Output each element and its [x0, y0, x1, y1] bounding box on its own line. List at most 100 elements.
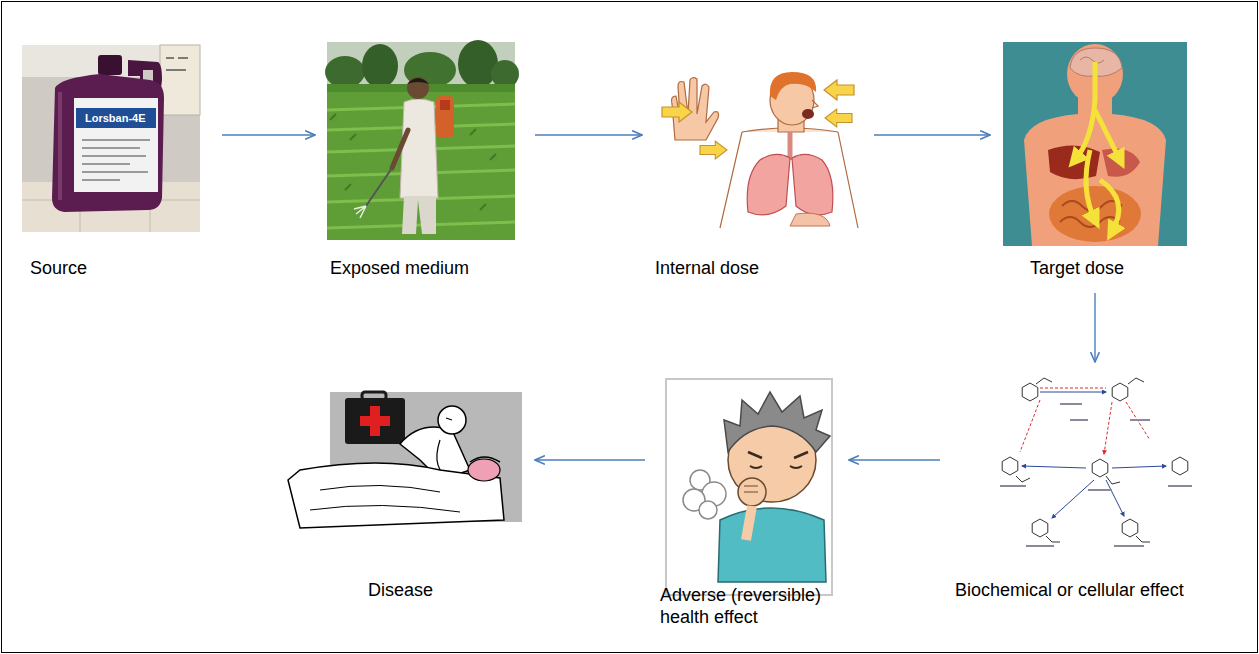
doctor-patient-drawing [360, 416, 390, 426]
stage-caption: Target dose [1030, 257, 1124, 279]
field-spraying-photo [440, 100, 450, 110]
body-distribution-figure [1003, 42, 1187, 246]
metabolism-scheme [1040, 388, 1106, 389]
body-distribution-figure [1102, 149, 1140, 177]
doctor-patient-drawing [345, 398, 405, 444]
field-spraying-photo [392, 130, 408, 168]
metabolism-scheme [1172, 457, 1188, 475]
field-spraying-photo [354, 206, 366, 218]
routes-of-entry-figure [700, 141, 727, 159]
metabolism-scheme [1092, 459, 1108, 477]
field-spraying-photo [436, 96, 454, 138]
body-distribution-figure [1024, 98, 1166, 246]
flow-arrow [1094, 293, 1095, 362]
metabolism-scheme [1106, 480, 1124, 516]
coughing-boy-cartoon [738, 478, 766, 506]
field-spraying-photo [491, 60, 519, 88]
stage-caption: Source [30, 257, 87, 279]
metabolism-scheme [1002, 457, 1018, 475]
pesticide-jug-photo [98, 55, 122, 75]
coughing-boy-cartoon [699, 501, 717, 519]
field-spraying-photo [407, 77, 429, 99]
body-distribution-figure [1080, 57, 1104, 63]
metabolism-scheme [1022, 466, 1086, 468]
pesticide-jug-photo [22, 45, 200, 232]
routes-of-entry-figure [662, 72, 858, 228]
routes-of-entry-figure [824, 80, 854, 100]
metabolism-scheme [1022, 383, 1038, 401]
metabolism-scheme [1016, 378, 1150, 542]
routes-of-entry-figure [825, 109, 852, 127]
doctor-patient-drawing [362, 392, 386, 400]
flow-arrow [874, 134, 990, 135]
product-label: Lorsban-4E [82, 110, 149, 126]
routes-of-entry-figure [788, 132, 793, 160]
body-distribution-figure [1095, 110, 1120, 160]
pesticide-jug-photo [76, 108, 156, 128]
stage-caption: Biochemical or cellular effect [955, 579, 1184, 601]
body-distribution-figure [1100, 180, 1119, 232]
stage-box: Adverse (reversible) health effect [655, 375, 839, 632]
doctor-patient-drawing [438, 406, 466, 434]
coughing-boy-cartoon [746, 506, 752, 540]
routes-of-entry-figure [720, 132, 858, 228]
coughing-boy-cartoon [750, 466, 802, 468]
field-spraying-photo [325, 56, 365, 88]
doctor-patient-drawing [446, 418, 452, 420]
metabolism-scheme [1040, 392, 1106, 393]
routes-of-entry-figure [792, 154, 833, 214]
metabolism-scheme [1032, 519, 1048, 537]
pesticide-jug-photo [74, 98, 158, 192]
pesticide-jug-photo [82, 140, 150, 180]
body-distribution-figure [1075, 62, 1095, 160]
stage-box: Disease [285, 382, 525, 605]
metabolism-scheme [1020, 400, 1040, 452]
routes-of-entry-figure [790, 213, 830, 226]
pesticide-jug-photo [58, 92, 62, 200]
metabolism-scheme [1000, 404, 1192, 546]
doctor-patient-drawing [468, 459, 500, 481]
field-spraying-photo [458, 40, 498, 88]
flow-arrow [535, 134, 642, 135]
metabolism-scheme [1122, 519, 1138, 537]
body-distribution-figure [1003, 42, 1187, 246]
flow-arrow [849, 459, 940, 460]
pesticide-jug-photo [22, 45, 200, 232]
stage-caption: Internal dose [655, 257, 759, 279]
doctor-patient-drawing [288, 392, 522, 528]
doctor-patient-drawing [470, 457, 500, 462]
coughing-boy-cartoon [666, 379, 832, 595]
field-spraying-photo [404, 52, 456, 88]
body-distribution-figure [1048, 145, 1100, 179]
stage-box: Source [22, 42, 212, 283]
routes-of-entry-figure [802, 109, 814, 119]
metabolism-scheme [1112, 466, 1166, 468]
stage-box: Target dose [1000, 40, 1190, 283]
body-distribution-figure [1086, 150, 1095, 220]
field-spraying-photo [402, 196, 436, 234]
field-spraying-photo [362, 44, 398, 88]
flow-arrow [222, 134, 315, 135]
stage-box: Exposed medium [325, 40, 525, 283]
routes-of-entry-figure [747, 154, 790, 214]
doctor-patient-drawing [310, 485, 460, 512]
body-distribution-figure [1049, 186, 1141, 242]
stage-box: Biochemical or cellular effect [950, 372, 1250, 605]
field-spraying-photo [407, 78, 429, 84]
metabolism-scheme [1104, 402, 1112, 454]
flow-arrow [535, 459, 645, 460]
metabolism-scheme [1112, 383, 1128, 401]
stage-caption: Adverse (reversible) health effect [660, 584, 835, 628]
metabolism-scheme [1052, 480, 1094, 518]
field-spraying-photo [400, 99, 438, 198]
stage-box: Internal dose [652, 70, 864, 283]
metabolism-scheme [1000, 378, 1192, 546]
coughing-boy-cartoon [748, 452, 808, 458]
stage-caption: Disease [368, 579, 433, 601]
pesticide-jug-photo [160, 45, 200, 115]
routes-of-entry-figure [770, 72, 816, 100]
